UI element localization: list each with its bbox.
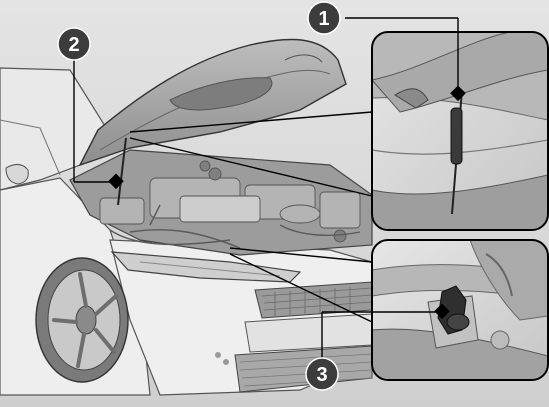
- callout-1: 1: [307, 1, 466, 102]
- front-wheel: [35, 257, 129, 383]
- callout-2: 2: [57, 27, 124, 190]
- engine-components: [99, 160, 361, 243]
- inset-hood-support-rod: [371, 31, 549, 231]
- car-illustration: [0, 38, 373, 396]
- callout-3-label: 3: [316, 364, 327, 386]
- inset-connector-lines: [129, 111, 373, 323]
- hood-support-rod-icon: [450, 107, 463, 165]
- callout-2-label: 2: [68, 34, 79, 56]
- inset-hood-rod-holder: [371, 239, 549, 381]
- callout-3: 3: [305, 303, 450, 391]
- hood-support-rod: [117, 137, 127, 206]
- callout-1-label: 1: [318, 8, 329, 30]
